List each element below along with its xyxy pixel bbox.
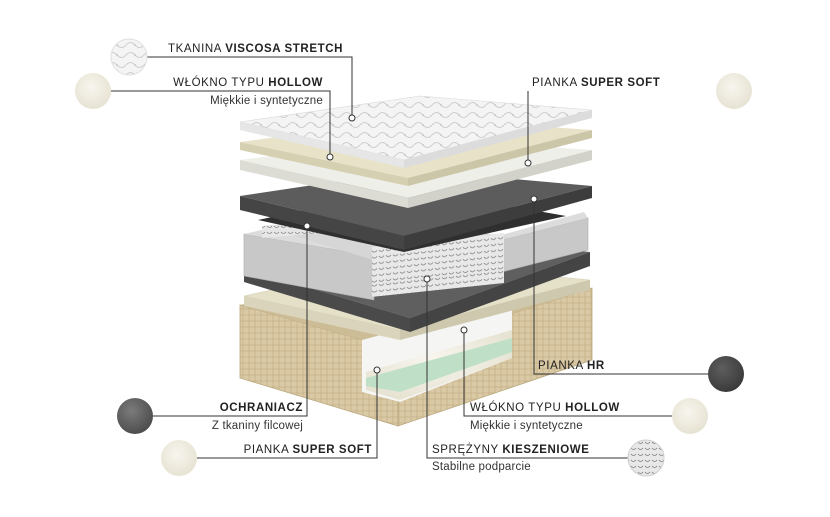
- cream-fiber-icon: [672, 398, 708, 434]
- label-sprezyny: SPRĘŻYNY KIESZENIOWE: [432, 444, 590, 456]
- label-super-soft-top: PIANKA SUPER SOFT: [532, 77, 661, 89]
- dark-foam-icon: [708, 356, 744, 392]
- pocket-spring-icon: [627, 439, 665, 477]
- label-ochraniacz: OCHRANIACZ: [219, 402, 303, 414]
- sublabel-ochraniacz: Z tkaniny filcowej: [211, 420, 303, 432]
- cream-foam-icon: [716, 73, 752, 109]
- felt-icon: [117, 398, 153, 434]
- leader-dots: [303, 114, 538, 374]
- quilted-top-layer: [239, 95, 593, 168]
- label-super-soft-bottom: PIANKA SUPER SOFT: [243, 444, 372, 456]
- sublabel-hollow-bottom: Miękkie i syntetyczne: [470, 420, 583, 432]
- green-foam-layer: [366, 338, 512, 392]
- label-hollow-top: WŁÓKNO TYPU HOLLOW: [173, 77, 323, 89]
- label-hollow-bottom: WŁÓKNO TYPU HOLLOW: [470, 402, 620, 414]
- label-hr: PIANKA HR: [538, 360, 605, 372]
- cream-foam-icon: [161, 440, 197, 476]
- sublabel-hollow-top: Miękkie i syntetyczne: [210, 95, 323, 107]
- cream-fiber-icon: [75, 73, 111, 109]
- quilted-fabric-icon: [110, 38, 148, 76]
- label-tkanina: TKANINA VISCOSA STRETCH: [168, 43, 344, 55]
- sublabel-sprezyny: Stabilne podparcie: [432, 461, 531, 473]
- leader-lines: [111, 56, 708, 459]
